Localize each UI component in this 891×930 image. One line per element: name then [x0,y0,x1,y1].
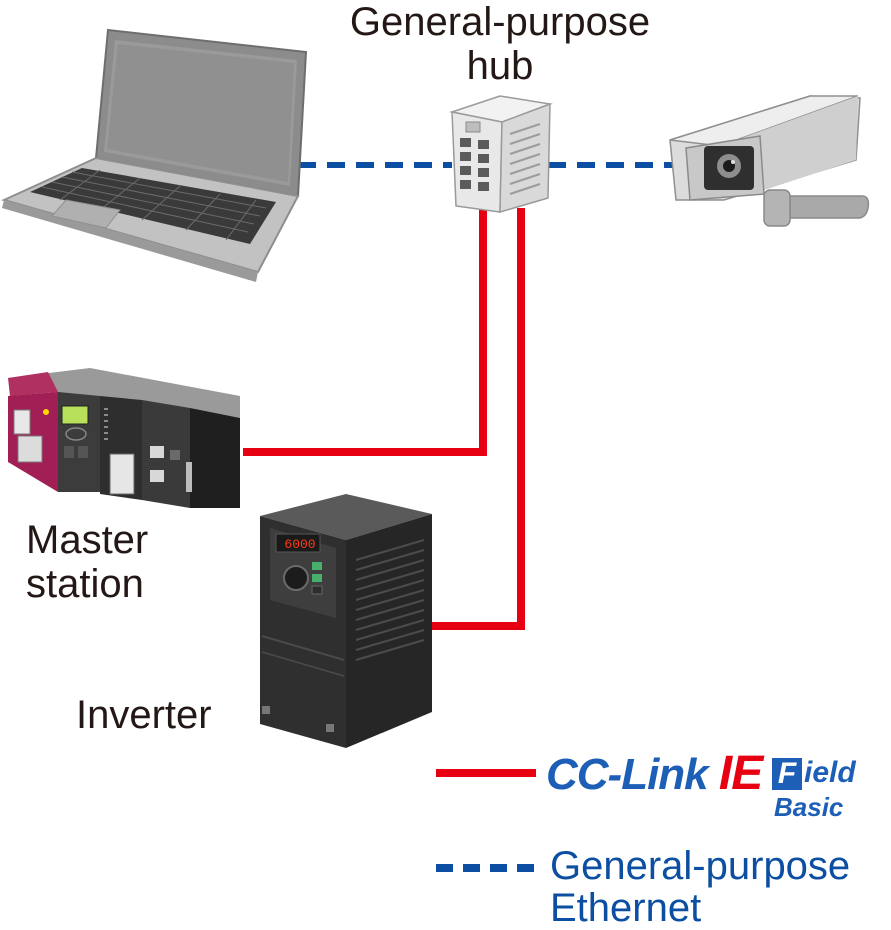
master-station-label-line1: Master [26,518,149,562]
cc-link-field-initial: F [772,758,802,790]
inverter-display-readout: 6000 [284,537,315,552]
cc-link-to-master-station [243,210,487,456]
legend-ethernet-label: General-purpose Ethernet [550,845,850,929]
legend-ethernet-label-line2: Ethernet [550,886,702,930]
cc-link-field-rest: ield [804,756,856,789]
camera-icon [669,95,870,227]
hub-label-line2: hub [466,44,534,88]
cc-link-basic-text: Basic [774,792,844,822]
hub-label: General-purpose hub [330,0,670,88]
legend-ethernet-label-line1: General-purpose [550,844,851,888]
master-station-label: Master station [26,518,148,606]
general-purpose-hub-icon [449,95,553,214]
master-station-plc-icon [8,368,240,508]
cc-link-brand-text: CC-Link [546,750,709,799]
hub-label-line1: General-purpose [349,0,651,44]
inverter-label: Inverter [76,693,212,737]
cc-link-to-inverter [432,208,525,630]
inverter-icon [260,494,432,748]
laptop-icon [1,28,308,282]
cc-link-ie-text: IE [718,747,763,800]
cc-link-ie-field-basic-logo: CC-Link IE F ield Basic [546,748,876,828]
master-station-label-line2: station [26,562,144,606]
